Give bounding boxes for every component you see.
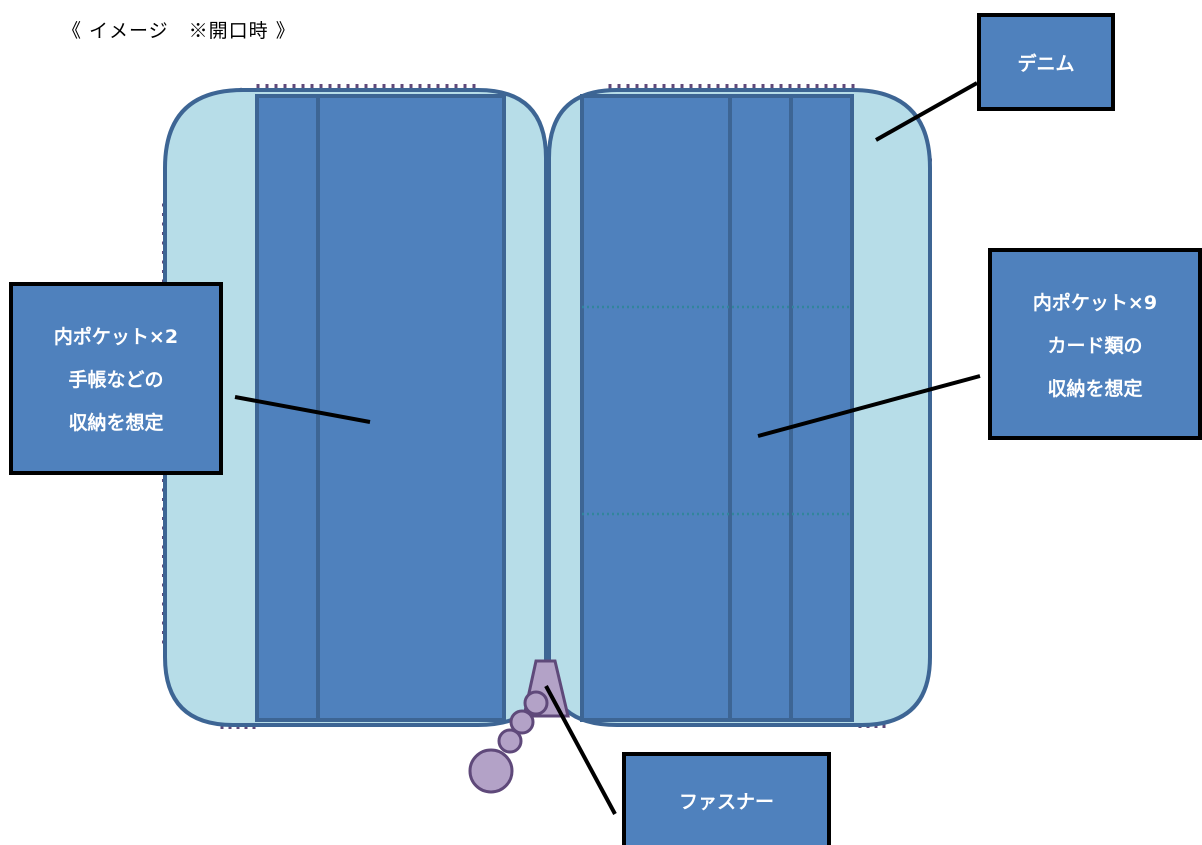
label-left-line1: 内ポケット×2 xyxy=(53,326,179,348)
leader-line-left-pocket xyxy=(234,395,371,424)
leader-line-right-pocket xyxy=(757,374,981,438)
label-right-pocket: 内ポケット×9 カード類の 収納を想定 xyxy=(988,248,1202,440)
label-denim-text: デニム xyxy=(1017,52,1075,75)
label-zipper: ファスナー xyxy=(622,752,831,845)
label-zipper-text: ファスナー xyxy=(678,791,774,813)
page-heading: 《 イメージ ※開口時 》 xyxy=(62,20,296,42)
label-right-line2: カード類の xyxy=(1047,334,1143,357)
leader-line-denim xyxy=(875,81,978,142)
label-denim: デニム xyxy=(977,13,1115,111)
leader-line-zipper xyxy=(544,685,617,815)
label-right-line3: 収納を想定 xyxy=(1047,377,1143,400)
label-left-pocket: 内ポケット×2 手帳などの 収納を想定 xyxy=(9,282,223,475)
label-left-line3: 収納を想定 xyxy=(68,412,164,434)
label-left-line2: 手帳などの xyxy=(68,369,164,391)
left-pocket-wide xyxy=(316,94,506,722)
label-right-line1: 内ポケット×9 xyxy=(1032,291,1158,314)
right-card-pocket-2 xyxy=(789,94,854,722)
right-card-pocket-1 xyxy=(728,94,793,722)
right-pocket-wide xyxy=(580,94,732,722)
